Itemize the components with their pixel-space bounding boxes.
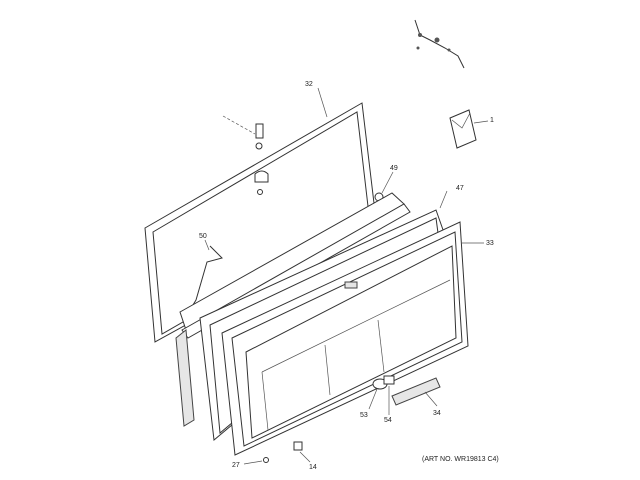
callout-1: 1 <box>490 117 494 124</box>
callout-34: 34 <box>433 410 441 417</box>
part-33-outer-door <box>221 221 484 456</box>
part-27-screw <box>243 457 269 465</box>
callout-54: 54 <box>384 417 392 424</box>
callout-50: 50 <box>199 233 207 240</box>
part-1-literature <box>449 109 489 149</box>
hinge-hardware <box>222 115 269 195</box>
callout-53: 53 <box>360 412 368 419</box>
callout-14: 14 <box>309 464 317 471</box>
callout-47: 47 <box>456 185 464 192</box>
wire-harness <box>414 19 465 69</box>
callout-33: 33 <box>486 240 494 247</box>
part-54-cover <box>383 375 395 415</box>
callout-49: 49 <box>390 165 398 172</box>
callout-32: 32 <box>305 81 313 88</box>
callout-27: 27 <box>232 462 240 469</box>
part-34-handle <box>391 377 441 407</box>
art-number: (ART NO. WR19813 C4) <box>422 456 499 463</box>
part-32-gasket <box>144 87 377 343</box>
part-14-bracket <box>293 441 311 463</box>
